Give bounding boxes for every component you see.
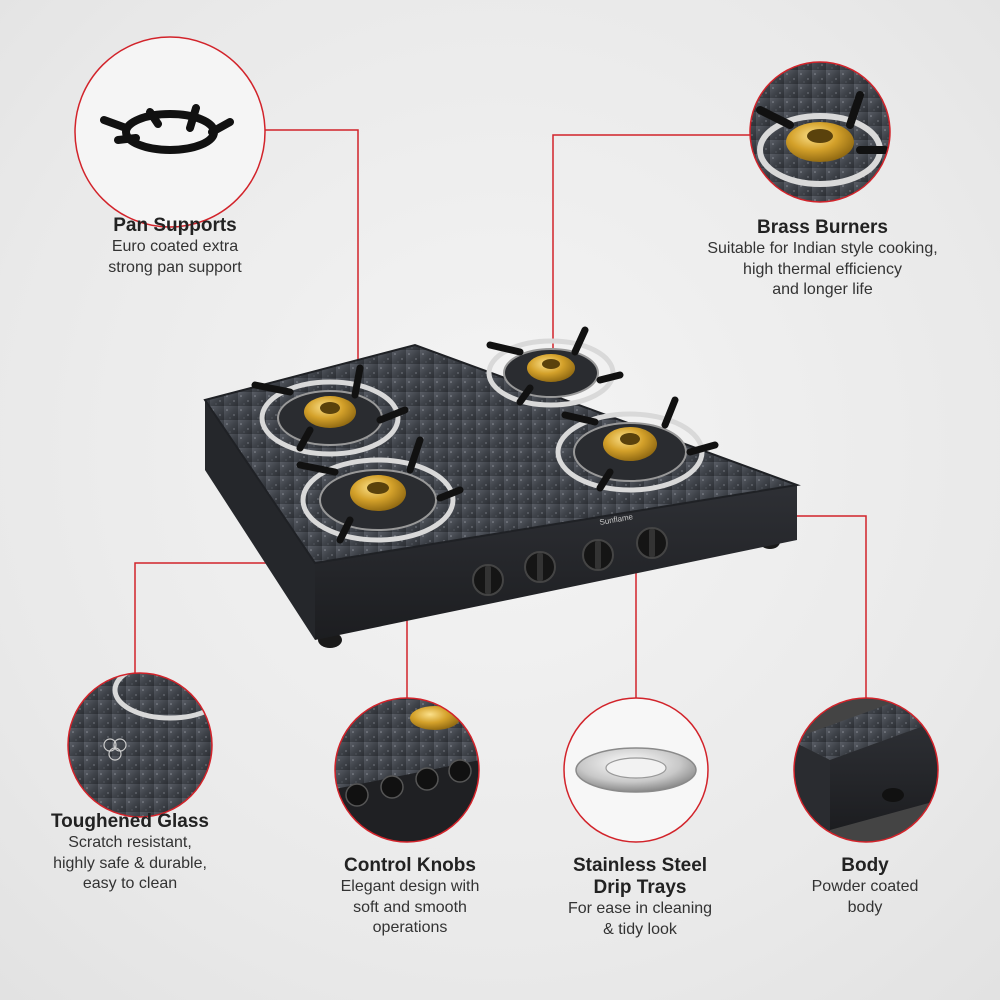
stove-body [205, 400, 315, 640]
callout-line-glass [134, 562, 316, 673]
feature-description: For ease in cleaning & tidy look [567, 900, 713, 938]
burner-back-right [486, 326, 624, 408]
feature-title: Toughened Glass [50, 811, 209, 832]
burner-front-left [296, 436, 464, 544]
feature-brass-burners: Brass Burners Suitable for Indian style … [680, 217, 965, 301]
detail-body [793, 697, 939, 843]
feature-description: Elegant design with soft and smooth oper… [340, 878, 480, 936]
detail-toughened-glass [67, 672, 213, 818]
detail-brass-burner [749, 61, 891, 203]
control-knobs [472, 527, 668, 596]
burner-back-left [251, 364, 409, 457]
callout-line-brass [552, 134, 755, 355]
detail-drip-tray [563, 697, 709, 843]
feature-control-knobs: Control Knobs Elegant design with soft a… [305, 855, 515, 939]
feature-pan-supports: Pan Supports Euro coated extra strong pa… [60, 215, 290, 278]
burner-front-right [555, 396, 719, 493]
detail-pan-supports [74, 36, 266, 228]
feature-title: Pan Supports [113, 215, 237, 236]
feature-description: Scratch resistant, highly safe & durable… [53, 834, 207, 892]
feature-description: Suitable for Indian style cooking, high … [707, 240, 938, 298]
feature-drip-trays: Stainless Steel Drip Trays For ease in c… [540, 855, 740, 940]
detail-control-knobs [334, 697, 480, 843]
feature-body: Body Powder coated body [770, 855, 960, 918]
feature-description: Powder coated body [811, 878, 919, 916]
feature-title: Brass Burners [757, 217, 888, 238]
stove-body-front [315, 485, 797, 640]
feature-title: Body [841, 855, 889, 876]
callout-line-pan [230, 129, 359, 370]
feature-toughened-glass: Toughened Glass Scratch resistant, highl… [20, 811, 240, 895]
feature-description: Euro coated extra strong pan support [108, 238, 242, 276]
gas-stove: Sunflame [203, 326, 801, 648]
feature-title: Control Knobs [344, 855, 476, 876]
feature-title: Stainless Steel Drip Trays [572, 855, 708, 898]
